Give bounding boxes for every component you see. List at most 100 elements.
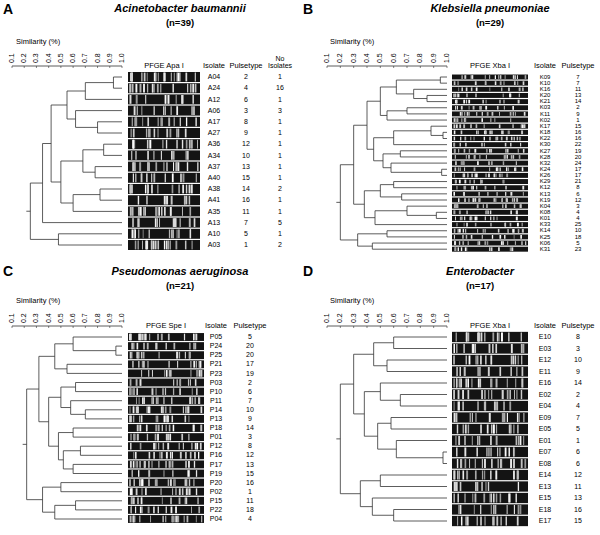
gel-band [477, 355, 479, 364]
pulsetype-value: 25 [575, 221, 582, 227]
gel-lane [128, 415, 204, 423]
gel-band [145, 334, 147, 341]
gel-band [463, 192, 465, 196]
gel-band [493, 424, 495, 433]
gel-lane [452, 142, 528, 147]
gel-band [520, 436, 522, 445]
dendrogram-branch [113, 77, 122, 78]
gel-band [518, 149, 519, 153]
gel-band [166, 129, 168, 138]
gel-band [172, 185, 174, 194]
gel-band [172, 516, 174, 523]
gel-band [505, 204, 507, 208]
isolate-id: E10 [539, 333, 551, 340]
gel-band [130, 416, 131, 423]
gel-lane [452, 504, 528, 514]
gel-lane [452, 111, 528, 116]
gel-band [466, 100, 467, 104]
dendrogram-branch [73, 211, 122, 212]
gel-band [461, 161, 462, 165]
pulsetype-value: 5 [244, 230, 248, 237]
dendrogram-branch [58, 245, 122, 246]
gel-band [489, 344, 491, 353]
gel-band [514, 137, 515, 141]
isolate-id: K02 [540, 117, 551, 123]
gel-band [151, 388, 153, 395]
axis-tick [380, 326, 381, 328]
isolate-id: A10 [208, 230, 220, 237]
gel-band [454, 149, 456, 153]
gel-lane [452, 124, 528, 129]
pulsetype-value: 7 [576, 80, 579, 86]
isolate-id: A34 [208, 152, 220, 159]
axis-tick [24, 326, 25, 328]
gel-band [172, 461, 174, 468]
gel-band [131, 488, 132, 495]
gel-band [171, 73, 172, 82]
gel-band [455, 106, 456, 110]
gel-band [495, 198, 496, 202]
gel-band [139, 516, 140, 523]
gel-band [485, 174, 486, 178]
gel-band [503, 401, 504, 410]
gel-band [181, 95, 183, 104]
gel-band [454, 401, 455, 410]
gel-band [457, 516, 458, 525]
gel-band [523, 413, 524, 422]
gel-band [497, 137, 499, 141]
gel-band [155, 479, 157, 486]
gel-band [157, 416, 158, 423]
gel-band [460, 459, 462, 468]
gel-band [454, 81, 456, 85]
gel-band [511, 210, 512, 214]
tick-label: 0.4 [363, 53, 371, 63]
gel-band [484, 137, 485, 141]
gel-lane [452, 241, 528, 246]
gel-lane [128, 479, 204, 487]
dendrogram-branch [440, 77, 447, 78]
gel-band [459, 210, 461, 214]
gel-band [504, 106, 505, 110]
gel-band [191, 106, 192, 115]
gel-band [494, 401, 496, 410]
gel-band [181, 434, 183, 441]
gel-band [129, 388, 131, 395]
gel-band [455, 161, 456, 165]
dendrogram-branch [358, 246, 373, 247]
dendrogram-branch [27, 389, 39, 390]
gel-lane [452, 228, 528, 233]
gel-band [135, 452, 136, 459]
dendrogram-branch [67, 364, 122, 365]
gel-band [475, 482, 476, 491]
gel-band [195, 117, 196, 126]
gel-band [516, 390, 517, 399]
isolate-id: P22 [210, 506, 222, 513]
gel-band [454, 229, 455, 233]
gel-band [155, 73, 157, 82]
gel-band [471, 75, 473, 79]
gel-band [133, 388, 134, 395]
pulsetype-value: 10 [246, 406, 254, 413]
gel-band [192, 84, 194, 93]
dendrogram-branch [354, 413, 365, 414]
pulsetype-value: 14 [246, 424, 254, 431]
gel-band [190, 370, 191, 377]
dendrogram-branch [387, 236, 447, 237]
pulsetype-value: 12 [246, 451, 254, 458]
gel-band [476, 112, 477, 116]
gel-band [130, 334, 132, 341]
isolate-id: K24 [540, 166, 551, 172]
gel-band [131, 497, 133, 504]
gel-band [484, 332, 485, 341]
gel-band [176, 516, 178, 523]
dendrogram-branch [51, 105, 67, 106]
gel-band [503, 81, 504, 85]
gel-band [497, 106, 499, 110]
gel-band [456, 344, 457, 353]
tick-label: 0.4 [363, 313, 371, 323]
gel-lane [452, 105, 528, 110]
gel-band [179, 497, 181, 504]
gel-band [186, 497, 188, 504]
gel-band [138, 196, 139, 205]
gel-band [169, 461, 170, 468]
